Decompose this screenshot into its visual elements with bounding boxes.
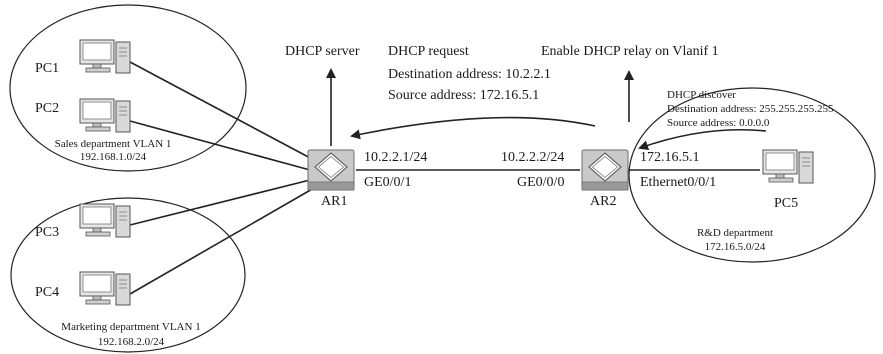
dhcp-request-src: Source address: 172.16.5.1 xyxy=(388,88,539,103)
pc4-desktop-icon xyxy=(79,271,131,306)
ar2-router-icon xyxy=(581,149,629,191)
pc1-label: PC1 xyxy=(35,61,59,76)
ar2-lan-port-label: Ethernet0/0/1 xyxy=(640,175,716,190)
sales-group-ellipse xyxy=(9,4,247,172)
link-pc3-ar1 xyxy=(129,179,311,226)
ar1-router-icon xyxy=(307,149,355,191)
link-pc4-ar1 xyxy=(129,187,315,295)
pc2-label: PC2 xyxy=(35,101,59,116)
arrow-dhcp-discover xyxy=(638,129,767,151)
pc1-desktop-icon xyxy=(79,39,131,74)
marketing-group-subnet: 192.168.2.0/24 xyxy=(98,336,165,348)
ar2-lan-ip-label: 172.16.5.1 xyxy=(640,150,700,165)
dhcp-request-dest: Destination address: 10.2.2.1 xyxy=(388,67,551,82)
arrow-dhcp-request xyxy=(350,116,596,140)
pc3-desktop-icon xyxy=(79,203,131,238)
ar2-ip-label: 10.2.2.2/24 xyxy=(501,150,564,165)
dhcp-discover-title: DHCP discover xyxy=(667,89,736,101)
rd-group-name: R&D department xyxy=(697,227,773,239)
ar1-port-label: GE0/0/1 xyxy=(364,175,411,190)
sales-group-name: Sales department VLAN 1 xyxy=(55,138,172,150)
dhcp-discover-dest: Destination address: 255.255.255.255 xyxy=(667,103,834,115)
pc5-desktop-icon xyxy=(762,149,814,184)
dhcp-server-label: DHCP server xyxy=(285,44,360,59)
dhcp-discover-src: Source address: 0.0.0.0 xyxy=(667,117,770,129)
link-pc1-ar1 xyxy=(129,61,315,161)
pc5-label: PC5 xyxy=(774,196,798,211)
marketing-group-ellipse xyxy=(10,197,246,353)
relay-label: Enable DHCP relay on Vlanif 1 xyxy=(541,44,719,59)
sales-group-subnet: 192.168.1.0/24 xyxy=(80,151,147,163)
dhcp-request-title: DHCP request xyxy=(388,44,469,59)
pc3-label: PC3 xyxy=(35,225,59,240)
marketing-group-name: Marketing department VLAN 1 xyxy=(61,321,200,333)
ar1-ip-label: 10.2.2.1/24 xyxy=(364,150,427,165)
rd-group-subnet: 172.16.5.0/24 xyxy=(705,241,766,253)
pc2-desktop-icon xyxy=(79,98,131,133)
pc4-label: PC4 xyxy=(35,285,59,300)
ar2-port-label: GE0/0/0 xyxy=(517,175,564,190)
ar1-label: AR1 xyxy=(321,194,347,209)
link-pc2-ar1 xyxy=(129,120,311,171)
rd-group-ellipse xyxy=(628,87,876,263)
ar2-label: AR2 xyxy=(590,194,616,209)
